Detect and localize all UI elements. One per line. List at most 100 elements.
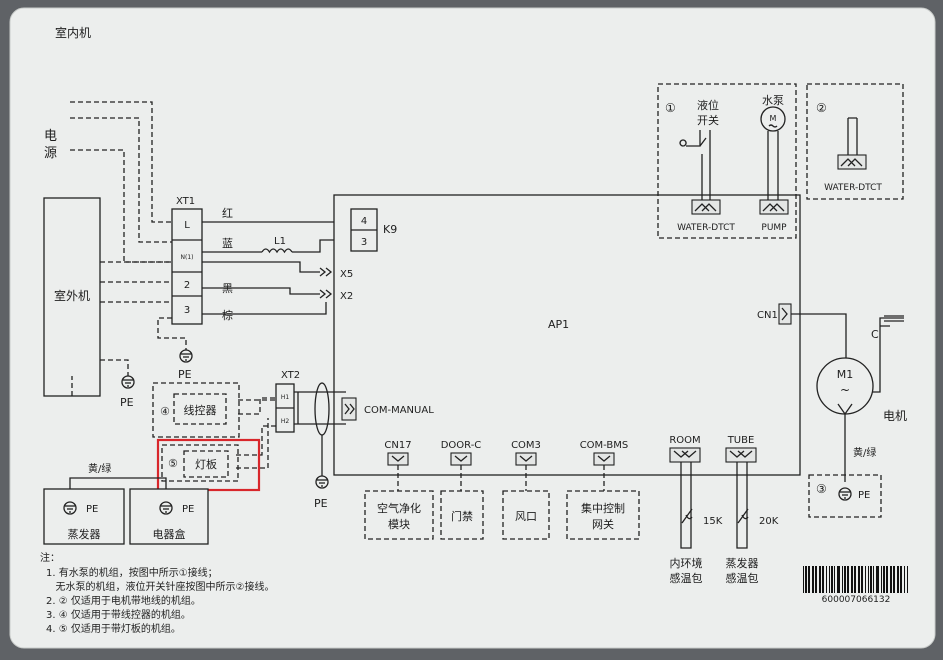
xt2-terminal-h2: H2	[281, 418, 290, 425]
barcode-bar	[812, 566, 814, 593]
barcode-bar	[883, 566, 885, 593]
pe-label-xt1: PE	[178, 368, 192, 381]
xt1-block	[171, 208, 203, 325]
evaporator-box	[43, 488, 125, 545]
level-switch-leads	[701, 130, 711, 200]
com-manual-label: COM-MANUAL	[364, 405, 434, 416]
pump-motor-letter: M	[770, 114, 777, 123]
wire-color-red: 红	[222, 207, 233, 220]
capacitor-icon	[879, 315, 904, 327]
room-sensor-value: 15K	[703, 516, 723, 527]
option2-outline	[806, 83, 904, 200]
pump-leads	[767, 131, 779, 200]
tube-sensor-label-2: 感温包	[726, 572, 759, 585]
pe-label-motor: PE	[858, 490, 870, 501]
connector-label-cn17: CN17	[384, 440, 411, 451]
pe-label-xt2: PE	[314, 497, 328, 510]
pe-label-evaporator: PE	[86, 504, 98, 515]
wire-color-blue: 蓝	[222, 237, 233, 250]
ground-icon	[63, 501, 77, 515]
barcode-bar	[831, 566, 833, 593]
outdoor-unit-label: 室外机	[54, 288, 90, 303]
xt2-label: XT2	[281, 370, 300, 381]
evaporator-label: 蒸发器	[68, 527, 101, 541]
barcode-bar	[826, 566, 827, 593]
tube-sensor-probe	[736, 462, 748, 549]
barcode-bar	[870, 566, 872, 593]
ground-icon	[159, 501, 173, 515]
barcode-bar	[907, 566, 908, 593]
wired-controller-outline	[152, 382, 240, 438]
xt1-terminal-2: 2	[184, 280, 190, 291]
electric-box	[129, 488, 209, 545]
option1-num: ①	[665, 101, 676, 115]
module-central-control-label-2: 网关	[592, 517, 614, 531]
connector-door-c: DOOR-C	[441, 440, 481, 466]
barcode-bar	[861, 566, 863, 593]
barcode-bar	[834, 566, 835, 593]
k9-pin-4: 4	[361, 216, 367, 227]
barcode	[803, 566, 908, 593]
barcode-bar	[904, 566, 905, 593]
ground-icon	[179, 349, 193, 363]
module-central-control-label: 集中控制	[581, 501, 625, 515]
barcode-bar	[893, 566, 895, 593]
connector-room: ROOM	[669, 435, 701, 463]
x2-connector	[319, 289, 333, 299]
option1-outline	[657, 83, 797, 239]
room-sensor-label-2: 感温包	[670, 572, 703, 585]
option2-num: ②	[816, 101, 827, 115]
pe-label-outdoor: PE	[120, 396, 134, 409]
power-feed-wires	[70, 101, 172, 263]
power-label-2: 源	[44, 146, 57, 161]
l1-inductor	[261, 248, 293, 254]
option3-outline	[808, 474, 882, 518]
connector-label-com3: COM3	[511, 440, 541, 451]
option1-water-dtct-label: WATER-DTCT	[677, 223, 735, 233]
barcode-bar	[881, 566, 882, 593]
barcode-bar	[803, 566, 804, 593]
barcode-bar	[844, 566, 846, 593]
barcode-bar	[886, 566, 888, 593]
room-sensor-probe	[680, 462, 692, 549]
power-label: 电	[44, 129, 57, 144]
pump-motor-icon	[760, 106, 786, 132]
xt1-terminal-l: L	[184, 220, 190, 231]
motor-m1-label: M1	[837, 368, 854, 381]
light-board-box	[183, 450, 229, 478]
connector-com3: COM3	[511, 440, 541, 466]
pe-label-electric-box: PE	[182, 504, 194, 515]
ground-icon	[121, 375, 135, 389]
wire-color-black: 黑	[222, 282, 233, 295]
wire-x5	[202, 261, 320, 273]
ground-icon	[315, 475, 329, 489]
barcode-bar	[842, 566, 843, 593]
connector-tube: TUBE	[725, 435, 757, 463]
barcode-bar	[822, 566, 824, 593]
barcode-bar	[854, 566, 856, 593]
ground-bus	[69, 477, 167, 489]
connector-label-tube: TUBE	[727, 435, 755, 446]
barcode-bar	[815, 566, 817, 593]
tube-sensor-value: 20K	[759, 516, 779, 527]
ground-icon	[838, 487, 852, 501]
barcode-bar	[808, 566, 810, 593]
barcode-bar	[873, 566, 874, 593]
barcode-bar	[805, 566, 807, 593]
motor-name: 电机	[883, 409, 907, 423]
k9-label: K9	[383, 223, 397, 236]
barcode-bar	[890, 566, 892, 593]
thermistor-icon	[681, 508, 693, 524]
tube-sensor-label: 蒸发器	[726, 556, 759, 570]
barcode-bar	[876, 566, 879, 593]
pump-label: 水泵	[762, 94, 784, 107]
barcode-bar	[897, 566, 899, 593]
ground-wire-label: 黄/绿	[88, 462, 111, 475]
k9-pin-3: 3	[361, 237, 367, 248]
light-board-num: ⑤	[168, 457, 178, 470]
xt1-ground-wire	[157, 317, 187, 350]
motor-symbol: ~	[840, 383, 850, 397]
capacitor-label: C	[871, 328, 879, 341]
barcode-bar	[851, 566, 853, 593]
cn1-connector	[778, 303, 792, 325]
